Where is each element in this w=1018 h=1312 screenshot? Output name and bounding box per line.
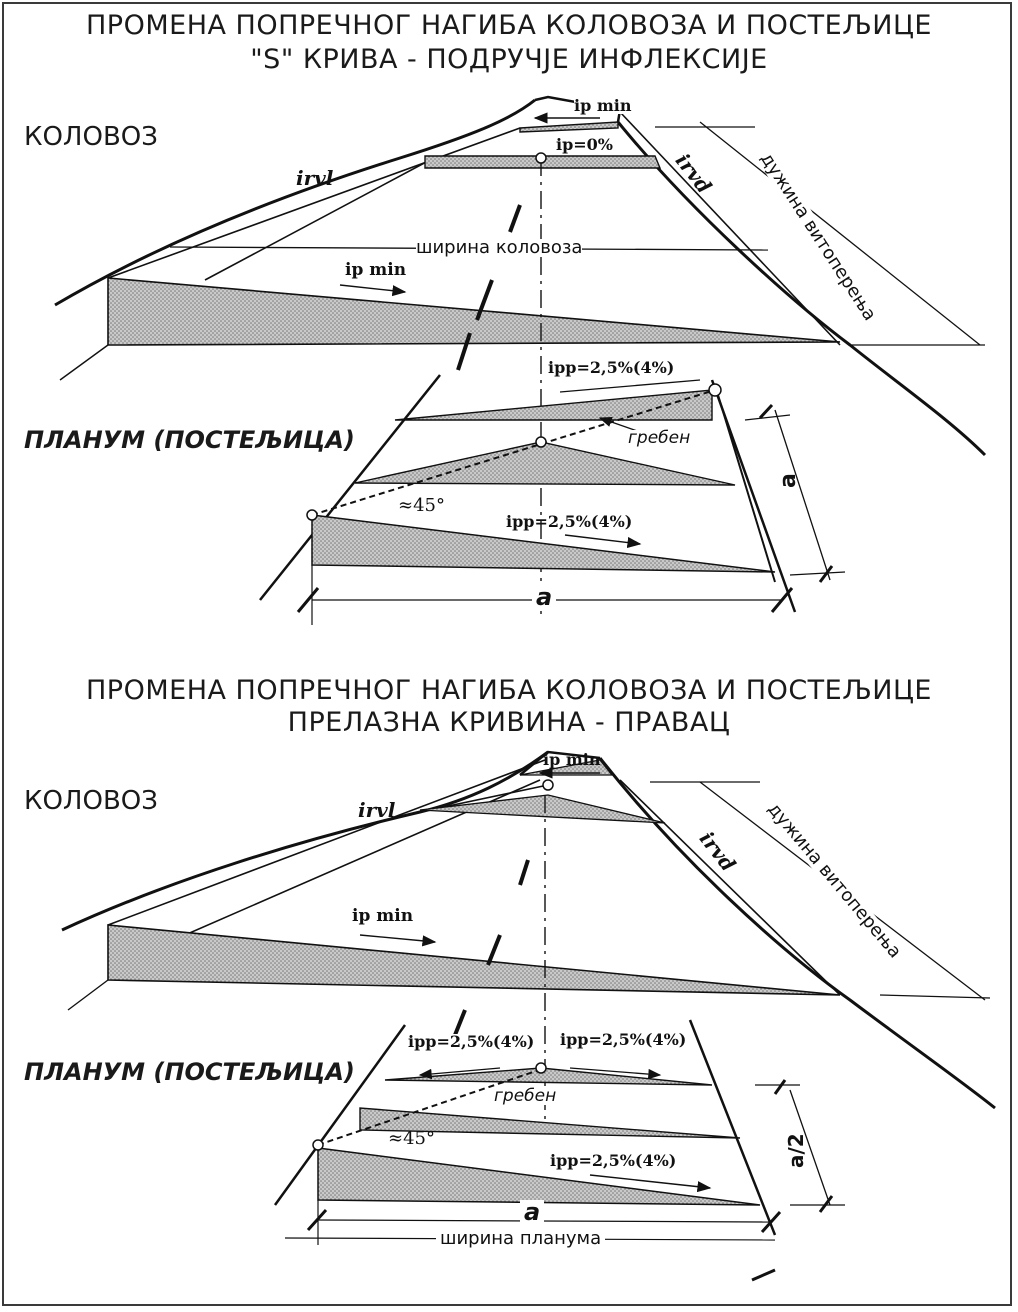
label-dim-a-vertical: a [776,473,801,488]
label-dim-a-half: a/2 [784,1133,808,1168]
label-ipp-mid: ipp=2,5%(4%) [506,512,633,531]
diagram2-kolovoz [61,750,996,1120]
diagram1-kolovoz-label: КОЛОВОЗ [24,122,158,152]
label-ip-min-top: ip min [574,96,632,115]
label-irvl: irvl [358,798,396,822]
label-subgrade-width: ширина планума [436,1230,606,1248]
left-edge-curve [54,98,536,307]
ridge-line [311,389,716,516]
cross-section-top [519,121,619,133]
right-edge-curve [616,121,987,457]
label-angle: ≈45° [398,495,445,516]
right-edge-curve [598,757,996,1110]
planum-left-edge [259,374,441,601]
cross-section-bottom [107,277,841,346]
label-ridge: гребен [494,1086,557,1106]
label-angle: ≈45° [388,1128,435,1149]
left-edge-curve [61,750,549,932]
diagram1-kolovoz [54,95,987,620]
diagram2-kolovoz-label: КОЛОВОЗ [24,786,158,816]
diagram2-planum-label: ПЛАНУМ (ПОСТЕЉИЦА) [24,1058,355,1086]
label-road-width: ширина коловоза [416,237,583,258]
label-ipp-low: ipp=2,5%(4%) [550,1151,677,1170]
label-ipp-left: ipp=2,5%(4%) [408,1032,535,1051]
diagram1-title-line1: ПРОМЕНА ПОПРЕЧНОГ НАГИБА КОЛОВОЗА И ПОСТ… [86,10,932,41]
label-dim-a-horizontal: a [520,1200,545,1224]
label-ridge: гребен [628,428,691,448]
label-irvl: irvl [296,166,334,190]
label-ipp-right: ipp=2,5%(4%) [560,1030,687,1049]
diagram2-title-line2: ПРЕЛАЗНА КРИВИНА - ПРАВАЦ [287,707,731,738]
diagram2-planum [273,1019,845,1282]
label-dim-a-horizontal: a [532,585,557,609]
label-ipp-top: ipp=2,5%(4%) [548,358,675,377]
label-ip-min-top: ip min [543,750,601,769]
label-ip-min-mid: ip min [345,260,407,280]
diagram1-title-line2: "S" КРИВА - ПОДРУЧЈЕ ИНФЛЕКСИЈЕ [250,44,768,75]
diagram1-planum [259,374,846,625]
label-ip-zero: ip=0% [556,135,614,154]
diagram2-title-line1: ПРОМЕНА ПОПРЕЧНОГ НАГИБА КОЛОВОЗА И ПОСТ… [86,675,932,706]
label-ip-min-mid: ip min [352,906,414,926]
diagram1-planum-label: ПЛАНУМ (ПОСТЕЉИЦА) [24,426,355,454]
